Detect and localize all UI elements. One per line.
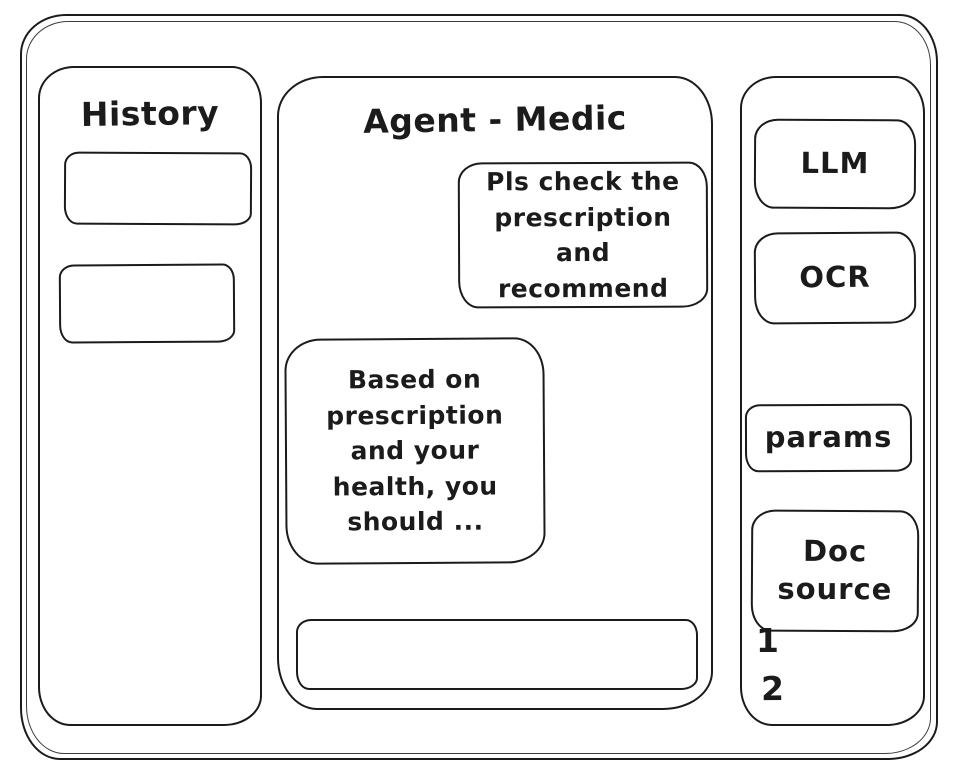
history-panel: History xyxy=(38,66,262,726)
chat-title: Agent - Medic xyxy=(362,98,628,141)
history-title: History xyxy=(80,93,220,134)
assistant-message-bubble: Based on prescription and your health, y… xyxy=(284,337,546,565)
doc-source-button[interactable]: Doc source xyxy=(750,509,920,633)
history-item[interactable] xyxy=(63,151,253,226)
user-message-bubble: Pls check the prescription and recommend xyxy=(457,161,709,309)
chat-panel: Agent - Medic Pls check the prescription… xyxy=(277,76,713,710)
history-item[interactable] xyxy=(58,263,236,344)
message-input[interactable] xyxy=(296,619,698,690)
tools-panel: LLM OCR params Doc source 1 2 xyxy=(740,76,925,726)
params-button[interactable]: params xyxy=(744,403,913,473)
llm-button[interactable]: LLM xyxy=(753,118,917,210)
ocr-button[interactable]: OCR xyxy=(753,231,917,325)
doc-source-item[interactable]: 1 xyxy=(756,621,780,660)
doc-source-item[interactable]: 2 xyxy=(760,668,785,709)
